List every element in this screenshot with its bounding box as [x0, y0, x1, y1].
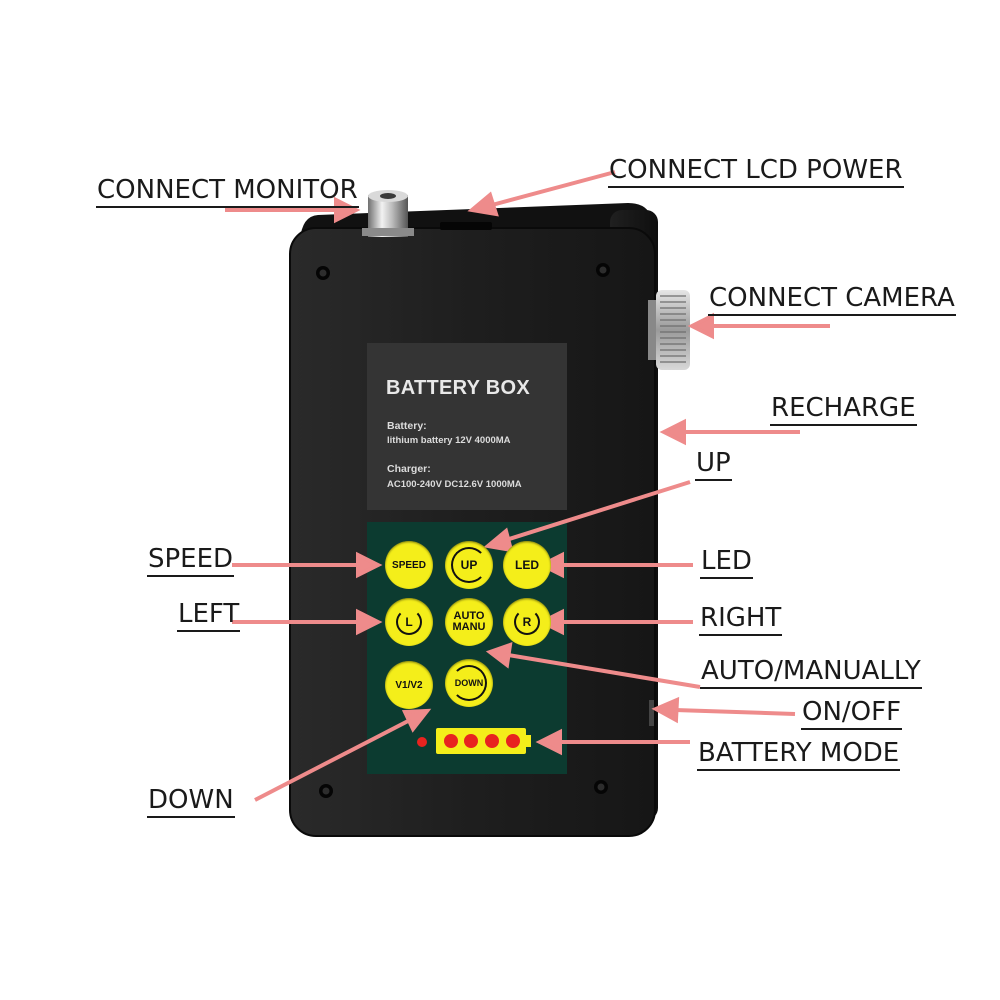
callout-speed: SPEED [147, 544, 235, 577]
callout-led: LED [700, 546, 753, 579]
auto-button-label: AUTO [453, 610, 485, 622]
monitor-connector [362, 190, 414, 237]
led-button[interactable]: LED [503, 541, 551, 589]
speed-button-label: SPEED [392, 559, 426, 571]
lcd-power-slot [440, 222, 492, 230]
info-plate [367, 343, 567, 510]
callout-connect-lcd-power: CONNECT LCD POWER [608, 155, 904, 188]
charger-spec: AC100-240V DC12.6V 1000MA [387, 479, 522, 490]
right-button[interactable]: R [503, 598, 551, 646]
battery-spec: lithium battery 12V 4000MA [387, 435, 511, 446]
callout-on-off: ON/OFF [801, 697, 903, 730]
callout-connect-camera: CONNECT CAMERA [708, 283, 956, 316]
callout-connect-monitor: CONNECT MONITOR [96, 175, 359, 208]
battery-indicator [417, 728, 531, 754]
callout-auto-manually: AUTO/MANUALLY [700, 656, 922, 689]
callout-up: UP [695, 448, 732, 481]
callout-arrows [225, 170, 830, 802]
rotate-cw-icon [514, 609, 540, 635]
up-button-label: UP [460, 557, 478, 572]
rotate-cw-icon [451, 547, 487, 583]
up-button[interactable]: UP [445, 541, 493, 589]
left-button-label: L [405, 614, 413, 629]
left-button[interactable]: L [385, 598, 433, 646]
rotate-ccw-icon [451, 665, 487, 701]
camera-connector [648, 290, 690, 370]
auto-manu-button[interactable]: AUTO MANU [445, 598, 493, 646]
callout-battery-mode: BATTERY MODE [697, 738, 901, 771]
screw-icon [316, 263, 610, 798]
down-button-label: DOWN [454, 677, 484, 688]
down-button[interactable]: DOWN [445, 659, 493, 707]
callout-right: RIGHT [699, 603, 783, 636]
speed-button[interactable]: SPEED [385, 541, 433, 589]
callout-recharge: RECHARGE [770, 393, 917, 426]
led-button-label: LED [515, 557, 539, 572]
power-switch [649, 700, 654, 726]
right-button-label: R [522, 614, 532, 629]
callout-down: DOWN [147, 785, 235, 818]
battery-heading: Battery: [387, 420, 427, 432]
callout-left: LEFT [177, 599, 241, 632]
charger-heading: Charger: [387, 463, 431, 475]
plate-title: BATTERY BOX [386, 377, 531, 399]
manu-button-label: MANU [452, 621, 486, 633]
v1v2-button-label: V1/V2 [395, 679, 423, 691]
v1v2-button[interactable]: V1/V2 [385, 661, 433, 709]
rotate-ccw-icon [396, 609, 422, 635]
